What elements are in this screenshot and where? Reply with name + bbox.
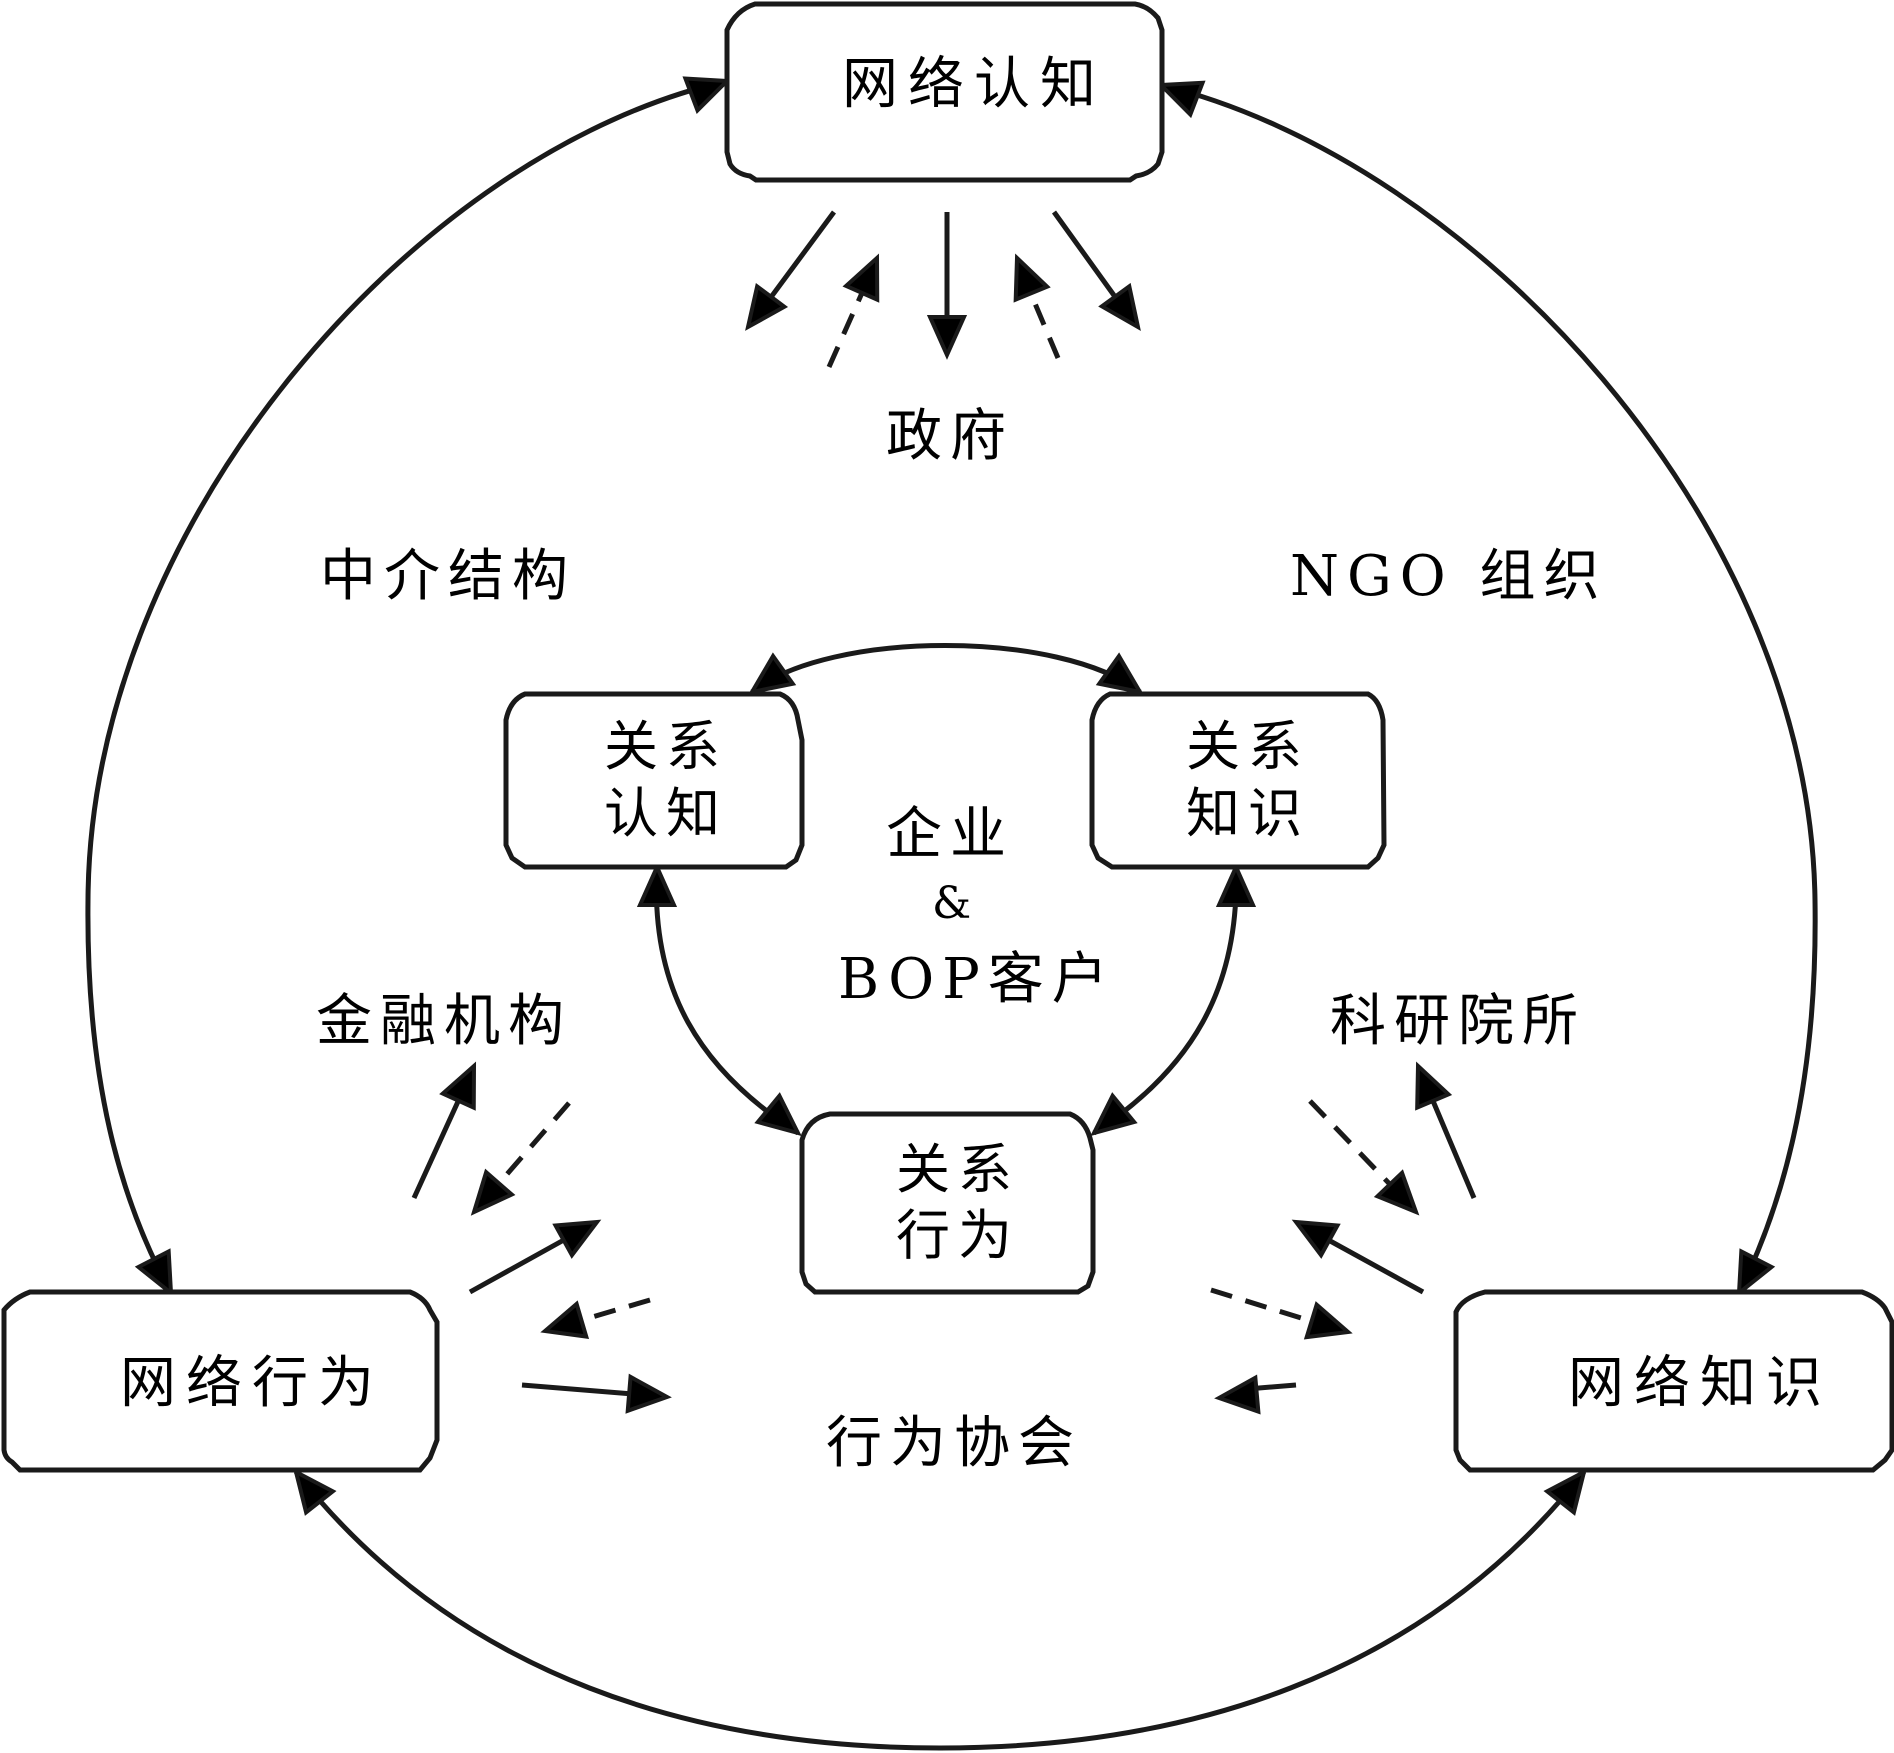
node-network-knowledge: 网络知识 [1453, 1289, 1894, 1473]
arrowhead-outer-left-bottom [134, 1248, 174, 1298]
arrowhead-gov-3 [926, 315, 968, 360]
fin-arrow-2-dashed [486, 1101, 571, 1198]
arrowhead-gov-2 [842, 253, 880, 303]
actor-research: 科研院所 [1330, 989, 1586, 1054]
arrowhead-outer-bottom-right [1543, 1468, 1588, 1516]
assoc-arrow-3-dashed [1210, 1287, 1331, 1330]
arrowhead-inner-right-top [1215, 862, 1257, 907]
actor-ngo: NGO 组织 [1290, 544, 1607, 609]
node-network-behavior: 网络行为 [1, 1289, 440, 1473]
arrowhead-inner-top-right [1095, 652, 1144, 695]
actor-government: 政府 [886, 404, 1014, 469]
arrowhead-gov-4 [1013, 253, 1051, 303]
arrowheads [134, 76, 1776, 1516]
fin-arrow-3 [468, 1228, 582, 1295]
arrowhead-res-3 [1291, 1219, 1341, 1259]
arrowhead-res-2 [1415, 1061, 1453, 1111]
arrowhead-assoc-2 [625, 1373, 672, 1414]
center-label-line1: 企业 [886, 802, 1014, 867]
arrowhead-gov-1 [745, 282, 789, 331]
arrowhead-res-1 [1373, 1169, 1420, 1216]
actor-financial: 金融机构 [316, 989, 572, 1054]
label-relation-cognition-1: 关系 [604, 715, 728, 778]
res-arrow-1-dashed [1308, 1099, 1406, 1201]
outer-arc-cognition-behavior [85, 78, 728, 1295]
outer-arc-behavior-knowledge [294, 1470, 1586, 1751]
arrowhead-inner-top-left [748, 652, 797, 695]
label-relation-behavior-2: 行为 [896, 1204, 1020, 1267]
label-network-behavior: 网络行为 [120, 1351, 384, 1416]
outer-arc-cognition-knowledge [1160, 82, 1818, 1295]
actor-intermediary: 中介结构 [320, 544, 576, 609]
actor-association: 行为协会 [826, 1411, 1082, 1476]
box-network-knowledge [1453, 1289, 1894, 1473]
node-network-cognition: 网络认知 [724, 1, 1165, 183]
box-network-behavior [1, 1289, 440, 1473]
arrowhead-fin-3 [552, 1219, 602, 1259]
box-relation-cognition [503, 691, 805, 870]
label-relation-knowledge-1: 关系 [1186, 715, 1310, 778]
fin-arrow-1 [411, 1082, 469, 1200]
arrowhead-inner-right-bottom [1090, 1092, 1138, 1137]
box-network-cognition [724, 1, 1165, 183]
assoc-arrow-2 [521, 1382, 646, 1398]
inner-arc-cognition-behavior [653, 866, 800, 1136]
arrowhead-assoc-4 [1214, 1374, 1261, 1415]
label-relation-knowledge-2: 知识 [1186, 782, 1310, 845]
arrowhead-inner-left-bottom [754, 1092, 802, 1137]
node-relation-cognition: 关系 认知 [503, 691, 805, 870]
inner-arc-knowledge-behavior [1092, 866, 1239, 1136]
arrowhead-fin-2 [470, 1168, 516, 1216]
box-relation-behavior [799, 1111, 1096, 1295]
arrowhead-outer-top-right [1156, 80, 1206, 119]
arrowhead-assoc-1 [540, 1300, 590, 1339]
label-relation-behavior-1: 关系 [896, 1138, 1020, 1201]
box-relation-knowledge [1089, 691, 1387, 870]
arrowhead-inner-left-top [636, 862, 678, 907]
label-network-knowledge: 网络知识 [1568, 1351, 1832, 1416]
node-relation-knowledge: 关系 知识 [1089, 691, 1387, 870]
node-relation-behavior: 关系 行为 [799, 1111, 1096, 1295]
label-network-cognition: 网络认知 [842, 52, 1106, 117]
arrowhead-outer-right-bottom [1736, 1248, 1776, 1298]
center-label-ampersand: & [932, 878, 979, 929]
arrowhead-fin-1 [439, 1061, 477, 1111]
arrowhead-outer-bottom-left [292, 1468, 337, 1516]
arrowhead-outer-top-left [682, 76, 732, 114]
center-label-line3: BOP客户 [838, 947, 1116, 1012]
arrowhead-gov-5 [1098, 282, 1141, 331]
inner-arc-cognition-knowledge [750, 643, 1142, 694]
label-relation-cognition-2: 认知 [604, 782, 728, 845]
arrowhead-assoc-3 [1303, 1301, 1353, 1340]
